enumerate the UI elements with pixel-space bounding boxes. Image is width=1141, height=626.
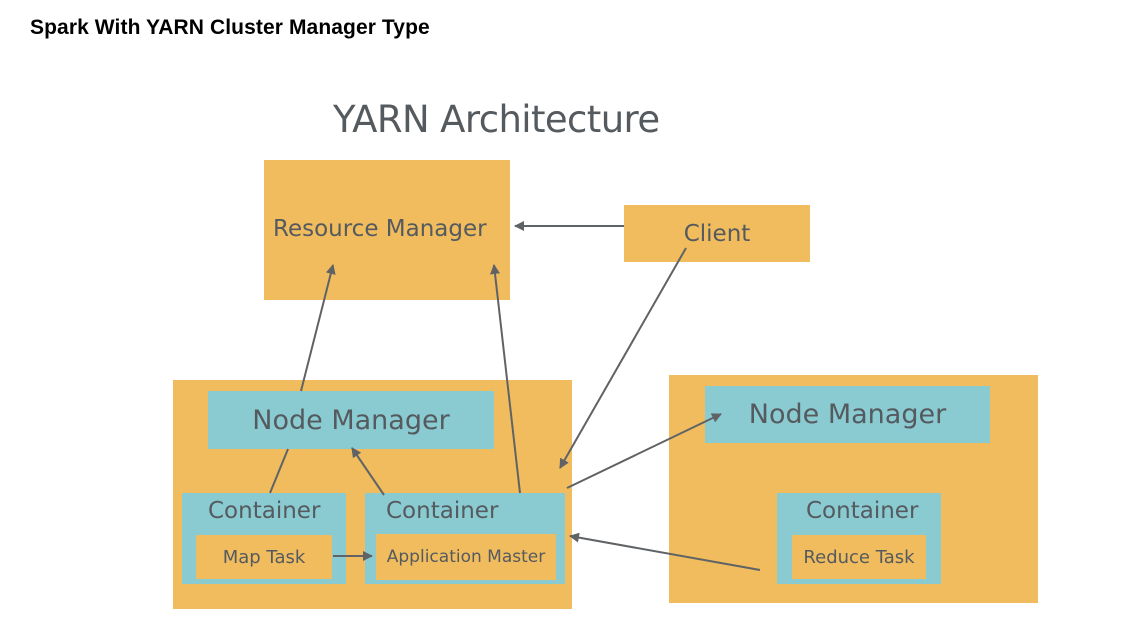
map-task-label: Map Task	[222, 546, 306, 568]
node-2-node-manager-label: Node Manager	[748, 399, 947, 430]
application-master-box: Application Master	[376, 534, 556, 580]
node-2-node-manager: Node Manager	[705, 386, 990, 443]
resource-manager-box: Resource Manager	[264, 160, 510, 300]
page-title: Spark With YARN Cluster Manager Type	[30, 16, 430, 39]
reduce-task-box: Reduce Task	[792, 535, 926, 579]
container-app-master-title: Container	[386, 498, 499, 524]
reduce-task-label: Reduce Task	[803, 546, 915, 568]
node-1-node-manager-label: Node Manager	[252, 404, 450, 436]
application-master-label: Application Master	[386, 547, 546, 567]
client-label: Client	[683, 220, 751, 247]
client-box: Client	[624, 205, 810, 262]
map-task-box: Map Task	[196, 535, 332, 579]
node-1-node-manager: Node Manager	[208, 391, 494, 449]
arrow-client-to-node-1	[559, 247, 687, 469]
diagram-title: YARN Architecture	[333, 98, 660, 141]
container-map-title: Container	[208, 498, 321, 524]
container-reduce-title: Container	[806, 498, 919, 524]
resource-manager-label: Resource Manager	[273, 216, 487, 242]
